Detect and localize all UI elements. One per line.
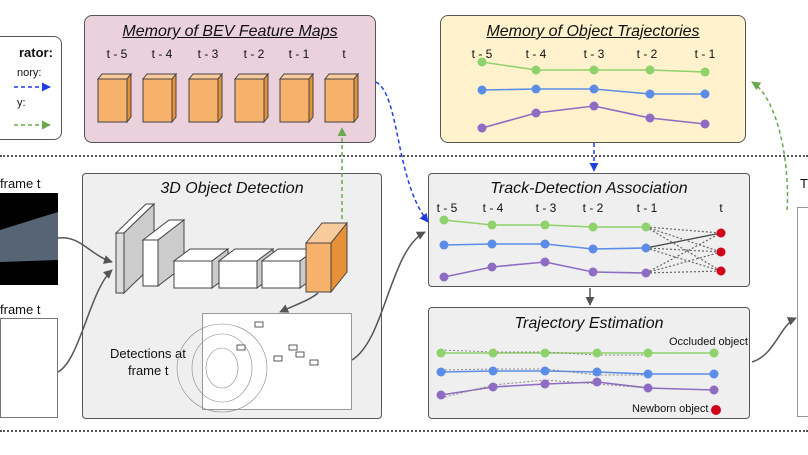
- bev-memory-panel: Memory of BEV Feature Maps: [84, 15, 376, 143]
- detections-caption-line1: Detections at: [110, 346, 186, 361]
- association-time-label: t - 5: [436, 201, 458, 215]
- bev-time-label: t - 5: [106, 47, 128, 61]
- traj-memory-time-label: t - 5: [471, 47, 493, 61]
- bev-time-label: t - 2: [243, 47, 265, 61]
- occluded-object-label: Occluded object: [669, 336, 748, 348]
- trajectory-memory-panel: Memory of Object Trajectories: [440, 15, 746, 143]
- lidar-image: [0, 318, 58, 418]
- legend-line1-label: nory:: [17, 67, 42, 79]
- traj-memory-time-label: t - 1: [694, 47, 716, 61]
- detections-pointcloud-image: [202, 313, 352, 410]
- traj-memory-time-label: t - 4: [525, 47, 547, 61]
- camera-image: [0, 193, 58, 285]
- legend-title: rator:: [19, 45, 53, 60]
- legend-box: rator: nory: y:: [0, 36, 62, 140]
- right-output-image: [797, 207, 808, 417]
- bev-memory-title: Memory of BEV Feature Maps: [122, 23, 338, 40]
- association-time-label: t - 4: [482, 201, 504, 215]
- association-time-label: t: [719, 201, 723, 215]
- right-label: T: [800, 176, 808, 191]
- estimation-panel: Trajectory Estimation: [428, 307, 750, 419]
- left-frame-label-bottom: frame t: [0, 302, 41, 317]
- association-time-label: t - 1: [636, 201, 658, 215]
- bottom-separator: [0, 430, 808, 432]
- association-time-label: t - 2: [582, 201, 604, 215]
- association-panel: Track-Detection Association: [428, 173, 750, 287]
- estimation-to-output-arrow: [751, 317, 797, 363]
- bev-time-label: t: [342, 47, 346, 61]
- detection-title: 3D Object Detection: [160, 180, 304, 197]
- bev-memory-to-association-arrow: [375, 81, 429, 223]
- traj-memory-time-label: t - 3: [583, 47, 605, 61]
- top-separator: [0, 155, 808, 157]
- legend-line2-label: y:: [17, 97, 26, 109]
- detections-caption-line2: frame t: [128, 363, 169, 378]
- output-to-traj-memory-arrow: [751, 81, 789, 211]
- estimation-title: Trajectory Estimation: [514, 315, 664, 332]
- bev-time-label: t - 1: [288, 47, 310, 61]
- left-frame-label-top: frame t: [0, 176, 41, 191]
- association-title: Track-Detection Association: [490, 180, 688, 197]
- bev-time-label: t - 3: [197, 47, 219, 61]
- trajectory-memory-title: Memory of Object Trajectories: [486, 23, 700, 40]
- traj-memory-time-label: t - 2: [636, 47, 658, 61]
- bev-time-label: t - 4: [151, 47, 173, 61]
- association-time-label: t - 3: [535, 201, 557, 215]
- newborn-object-label: Newborn object: [632, 403, 709, 415]
